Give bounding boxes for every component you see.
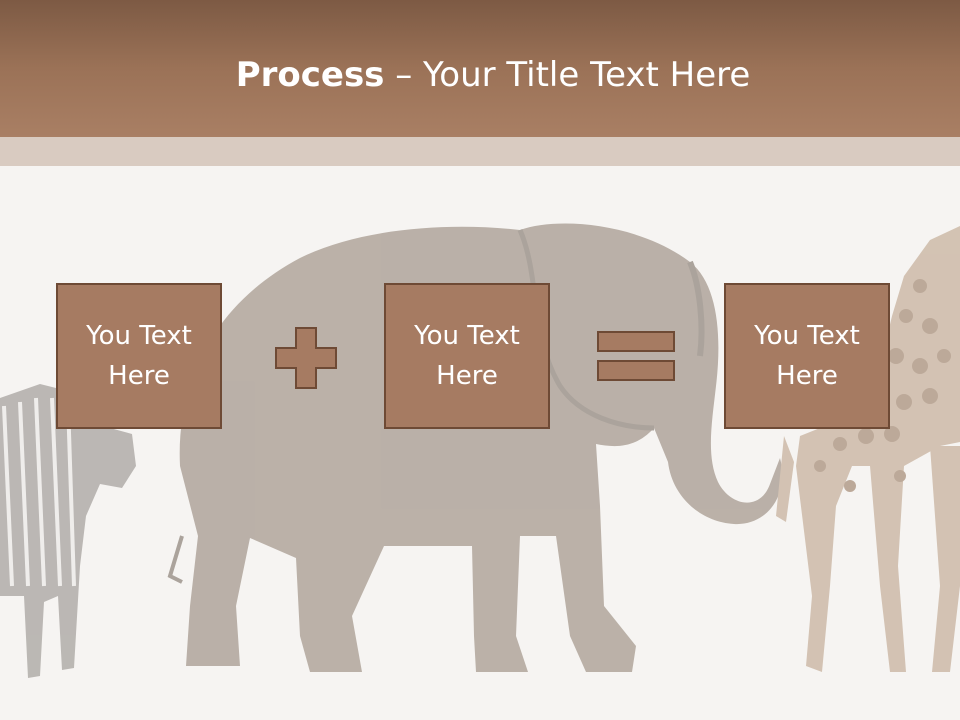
process-box-3[interactable]: You Text Here xyxy=(724,283,890,429)
animals-background-image xyxy=(0,223,960,678)
process-box-2-text: You Text Here xyxy=(414,321,520,391)
giraffe-illustration xyxy=(776,226,960,672)
process-box-1-text: You Text Here xyxy=(86,321,192,391)
title-rest: – Your Title Text Here xyxy=(384,55,751,95)
title-bar xyxy=(0,0,960,137)
equals-icon xyxy=(597,331,675,381)
process-box-1[interactable]: You Text Here xyxy=(56,283,222,429)
plus-icon xyxy=(275,327,337,389)
process-box-2[interactable]: You Text Here xyxy=(384,283,550,429)
process-box-3-text: You Text Here xyxy=(754,321,860,391)
header-strip xyxy=(0,137,960,166)
zebra-illustration xyxy=(0,384,136,678)
title-bold: Process xyxy=(235,55,385,95)
slide-title[interactable]: Process – Your Title Text Here xyxy=(0,52,960,98)
